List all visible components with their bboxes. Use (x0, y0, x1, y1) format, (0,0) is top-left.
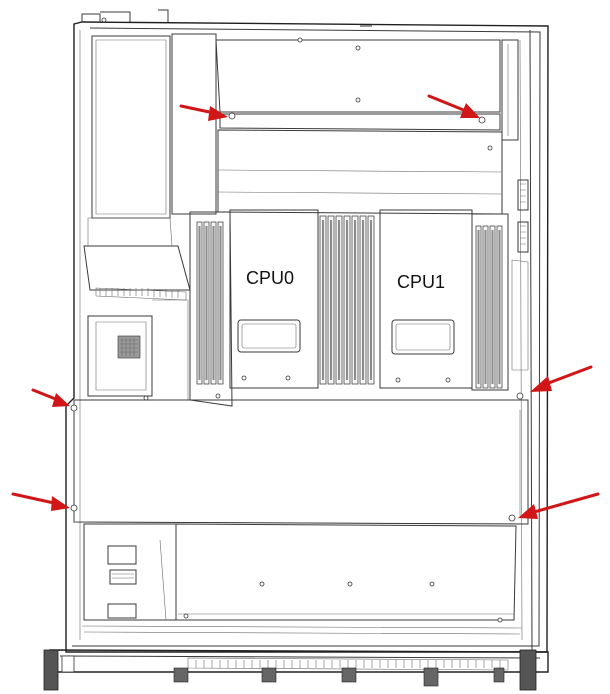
arrow-marker (179, 104, 228, 121)
dimm-bank-right (475, 225, 503, 389)
air-shroud-panel (73, 399, 529, 525)
chassis-screws (70, 17, 524, 623)
psu-bay-lower (83, 245, 191, 301)
riser-area (171, 33, 519, 215)
dimm-bank-left (196, 221, 224, 385)
arrow-marker (530, 365, 593, 392)
arrow-marker (427, 94, 480, 118)
arrow-marker (518, 492, 600, 519)
chipset-area (87, 299, 189, 401)
motherboard-cpu-area: CPU0 CPU1 (189, 209, 509, 407)
front-drive-area (81, 523, 523, 635)
red-arrow-markers (11, 94, 600, 519)
arrow-marker (11, 492, 70, 511)
dimm-bank-center (319, 215, 375, 385)
arrow-marker (31, 388, 70, 407)
cpu1-label: CPU1 (397, 272, 445, 292)
front-bezel (43, 649, 549, 691)
right-connectors (511, 179, 529, 371)
psu-bay-upper (87, 35, 173, 247)
cpu0-label: CPU0 (246, 268, 294, 288)
